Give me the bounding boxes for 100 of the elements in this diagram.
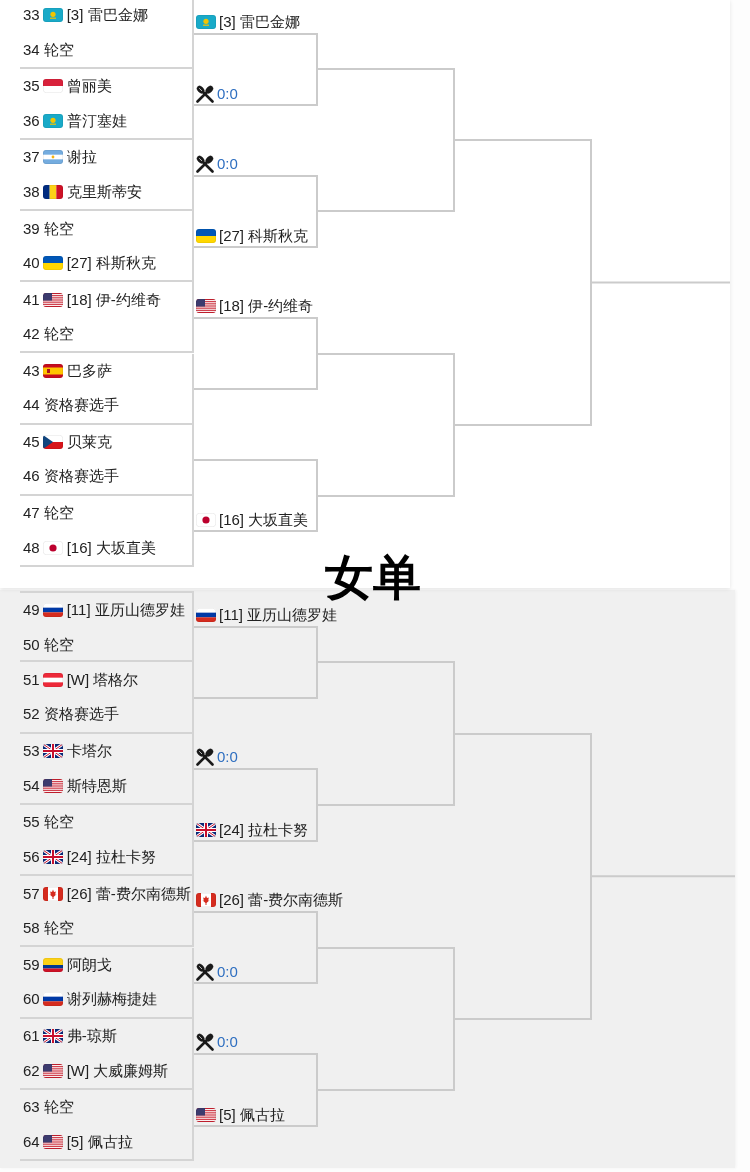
player-name: [26] 蕾-费尔南德斯: [66, 884, 191, 903]
player-name: 轮空: [43, 219, 74, 238]
draw-number: 46: [23, 467, 40, 486]
match-score: 0:0: [217, 1033, 238, 1052]
match-box: [20, 140, 194, 212]
match-box: [20, 1090, 194, 1162]
player-name: 斯特恩斯: [66, 776, 127, 795]
draw-number: 43: [23, 361, 40, 380]
match-box: [20, 662, 194, 734]
draw-number: 47: [23, 503, 40, 522]
match-box: [20, 591, 194, 663]
player-name: [W] 大威廉姆斯: [66, 1061, 169, 1080]
player-name: 轮空: [43, 503, 74, 522]
player-name: [5] 佩古拉: [66, 1133, 133, 1152]
match-bracket: [318, 68, 455, 213]
player-name: [18] 伊-约维奇: [219, 296, 314, 315]
player-name: [27] 科斯秋克: [219, 226, 309, 245]
match-score: 0:0: [217, 963, 238, 982]
draw-number: 38: [23, 183, 40, 201]
player-name: [3] 雷巴金娜: [219, 12, 300, 31]
player-name: 资格赛选手: [43, 467, 119, 486]
match-box: [20, 733, 194, 805]
match-bracket: [318, 946, 455, 1092]
draw-number: 34: [23, 40, 40, 59]
match-bracket: [455, 139, 592, 426]
draw-number: 37: [23, 148, 40, 167]
player-name: 谢拉: [66, 148, 97, 167]
player-name: 轮空: [43, 635, 74, 654]
draw-number: 41: [23, 290, 40, 309]
draw-number: 44: [23, 396, 40, 415]
player-name: [5] 佩古拉: [219, 1105, 285, 1124]
draw-number: 61: [23, 1027, 40, 1046]
player-name: [3] 雷巴金娜: [66, 6, 148, 25]
match-box: [20, 876, 194, 948]
match-box: [20, 424, 194, 496]
player-name: 轮空: [43, 325, 74, 344]
player-name: 轮空: [43, 40, 74, 59]
draw-number: 35: [23, 77, 40, 96]
match-box: [20, 211, 194, 283]
player-name: 贝莱克: [66, 432, 112, 451]
draw-number: 36: [23, 111, 40, 130]
player-name: 普汀塞娃: [66, 111, 127, 130]
player-name: 卡塔尔: [66, 741, 112, 760]
player-name: 克里斯蒂安: [66, 183, 142, 201]
player-name: [16] 大坂直美: [219, 511, 309, 530]
draw-number: 57: [23, 884, 40, 903]
player-name: [24] 拉杜卡努: [66, 847, 156, 866]
draw-number: 42: [23, 325, 40, 344]
player-name: [27] 科斯秋克: [66, 254, 156, 273]
draw-number: 63: [23, 1098, 40, 1117]
player-name: 轮空: [43, 919, 74, 938]
draw-number: 64: [23, 1133, 40, 1152]
match-bracket: [194, 459, 318, 533]
match-bracket: [455, 732, 592, 1020]
player-name: 阿朗戈: [66, 955, 112, 974]
match-box: [20, 804, 194, 877]
match-box: [20, 353, 194, 425]
match-score: 0:0: [217, 84, 238, 103]
draw-number: 40: [23, 254, 40, 273]
draw-number: 51: [23, 670, 40, 689]
player-name: 谢列赫梅捷娃: [66, 990, 157, 1009]
match-box: [20, 947, 194, 1019]
section-title: 女单: [325, 554, 421, 602]
player-name: 资格赛选手: [43, 705, 119, 724]
draw-number: 33: [23, 6, 40, 25]
connector-line: [591, 875, 736, 878]
draw-number: 54: [23, 776, 40, 795]
connector-line: [591, 281, 731, 284]
draw-number: 52: [23, 705, 40, 724]
match-box: [20, 69, 194, 141]
player-name: 曾丽美: [66, 77, 112, 96]
draw-number: 50: [23, 635, 40, 654]
player-name: [W] 塔格尔: [66, 670, 139, 689]
draw-number: 45: [23, 432, 40, 451]
match-box: [20, 1018, 194, 1091]
draw-number: 48: [23, 538, 40, 557]
match-box: [20, 0, 194, 70]
match-box: [20, 495, 194, 567]
player-name: [26] 蕾-费尔南德斯: [219, 890, 344, 909]
draw-number: 62: [23, 1061, 40, 1080]
draw-number: 55: [23, 813, 40, 832]
player-name: [16] 大坂直美: [66, 538, 156, 557]
match-score: 0:0: [217, 748, 238, 767]
player-name: [18] 伊-约维奇: [66, 290, 161, 309]
match-box: [20, 282, 194, 354]
player-name: 资格赛选手: [43, 396, 119, 415]
draw-number: 49: [23, 601, 40, 620]
player-name: 轮空: [43, 1098, 74, 1117]
match-bracket: [318, 661, 455, 806]
player-name: [11] 亚历山德罗娃: [66, 601, 185, 620]
player-name: [11] 亚历山德罗娃: [219, 605, 338, 624]
draw-number: 56: [23, 847, 40, 866]
match-bracket: [318, 352, 455, 497]
draw-number: 53: [23, 741, 40, 760]
player-name: [24] 拉杜卡努: [219, 820, 309, 839]
draw-number: 59: [23, 955, 40, 974]
draw-number: 39: [23, 219, 40, 238]
draw-number: 58: [23, 919, 40, 938]
draw-number: 60: [23, 990, 40, 1009]
player-name: 弗-琼斯: [66, 1027, 117, 1046]
